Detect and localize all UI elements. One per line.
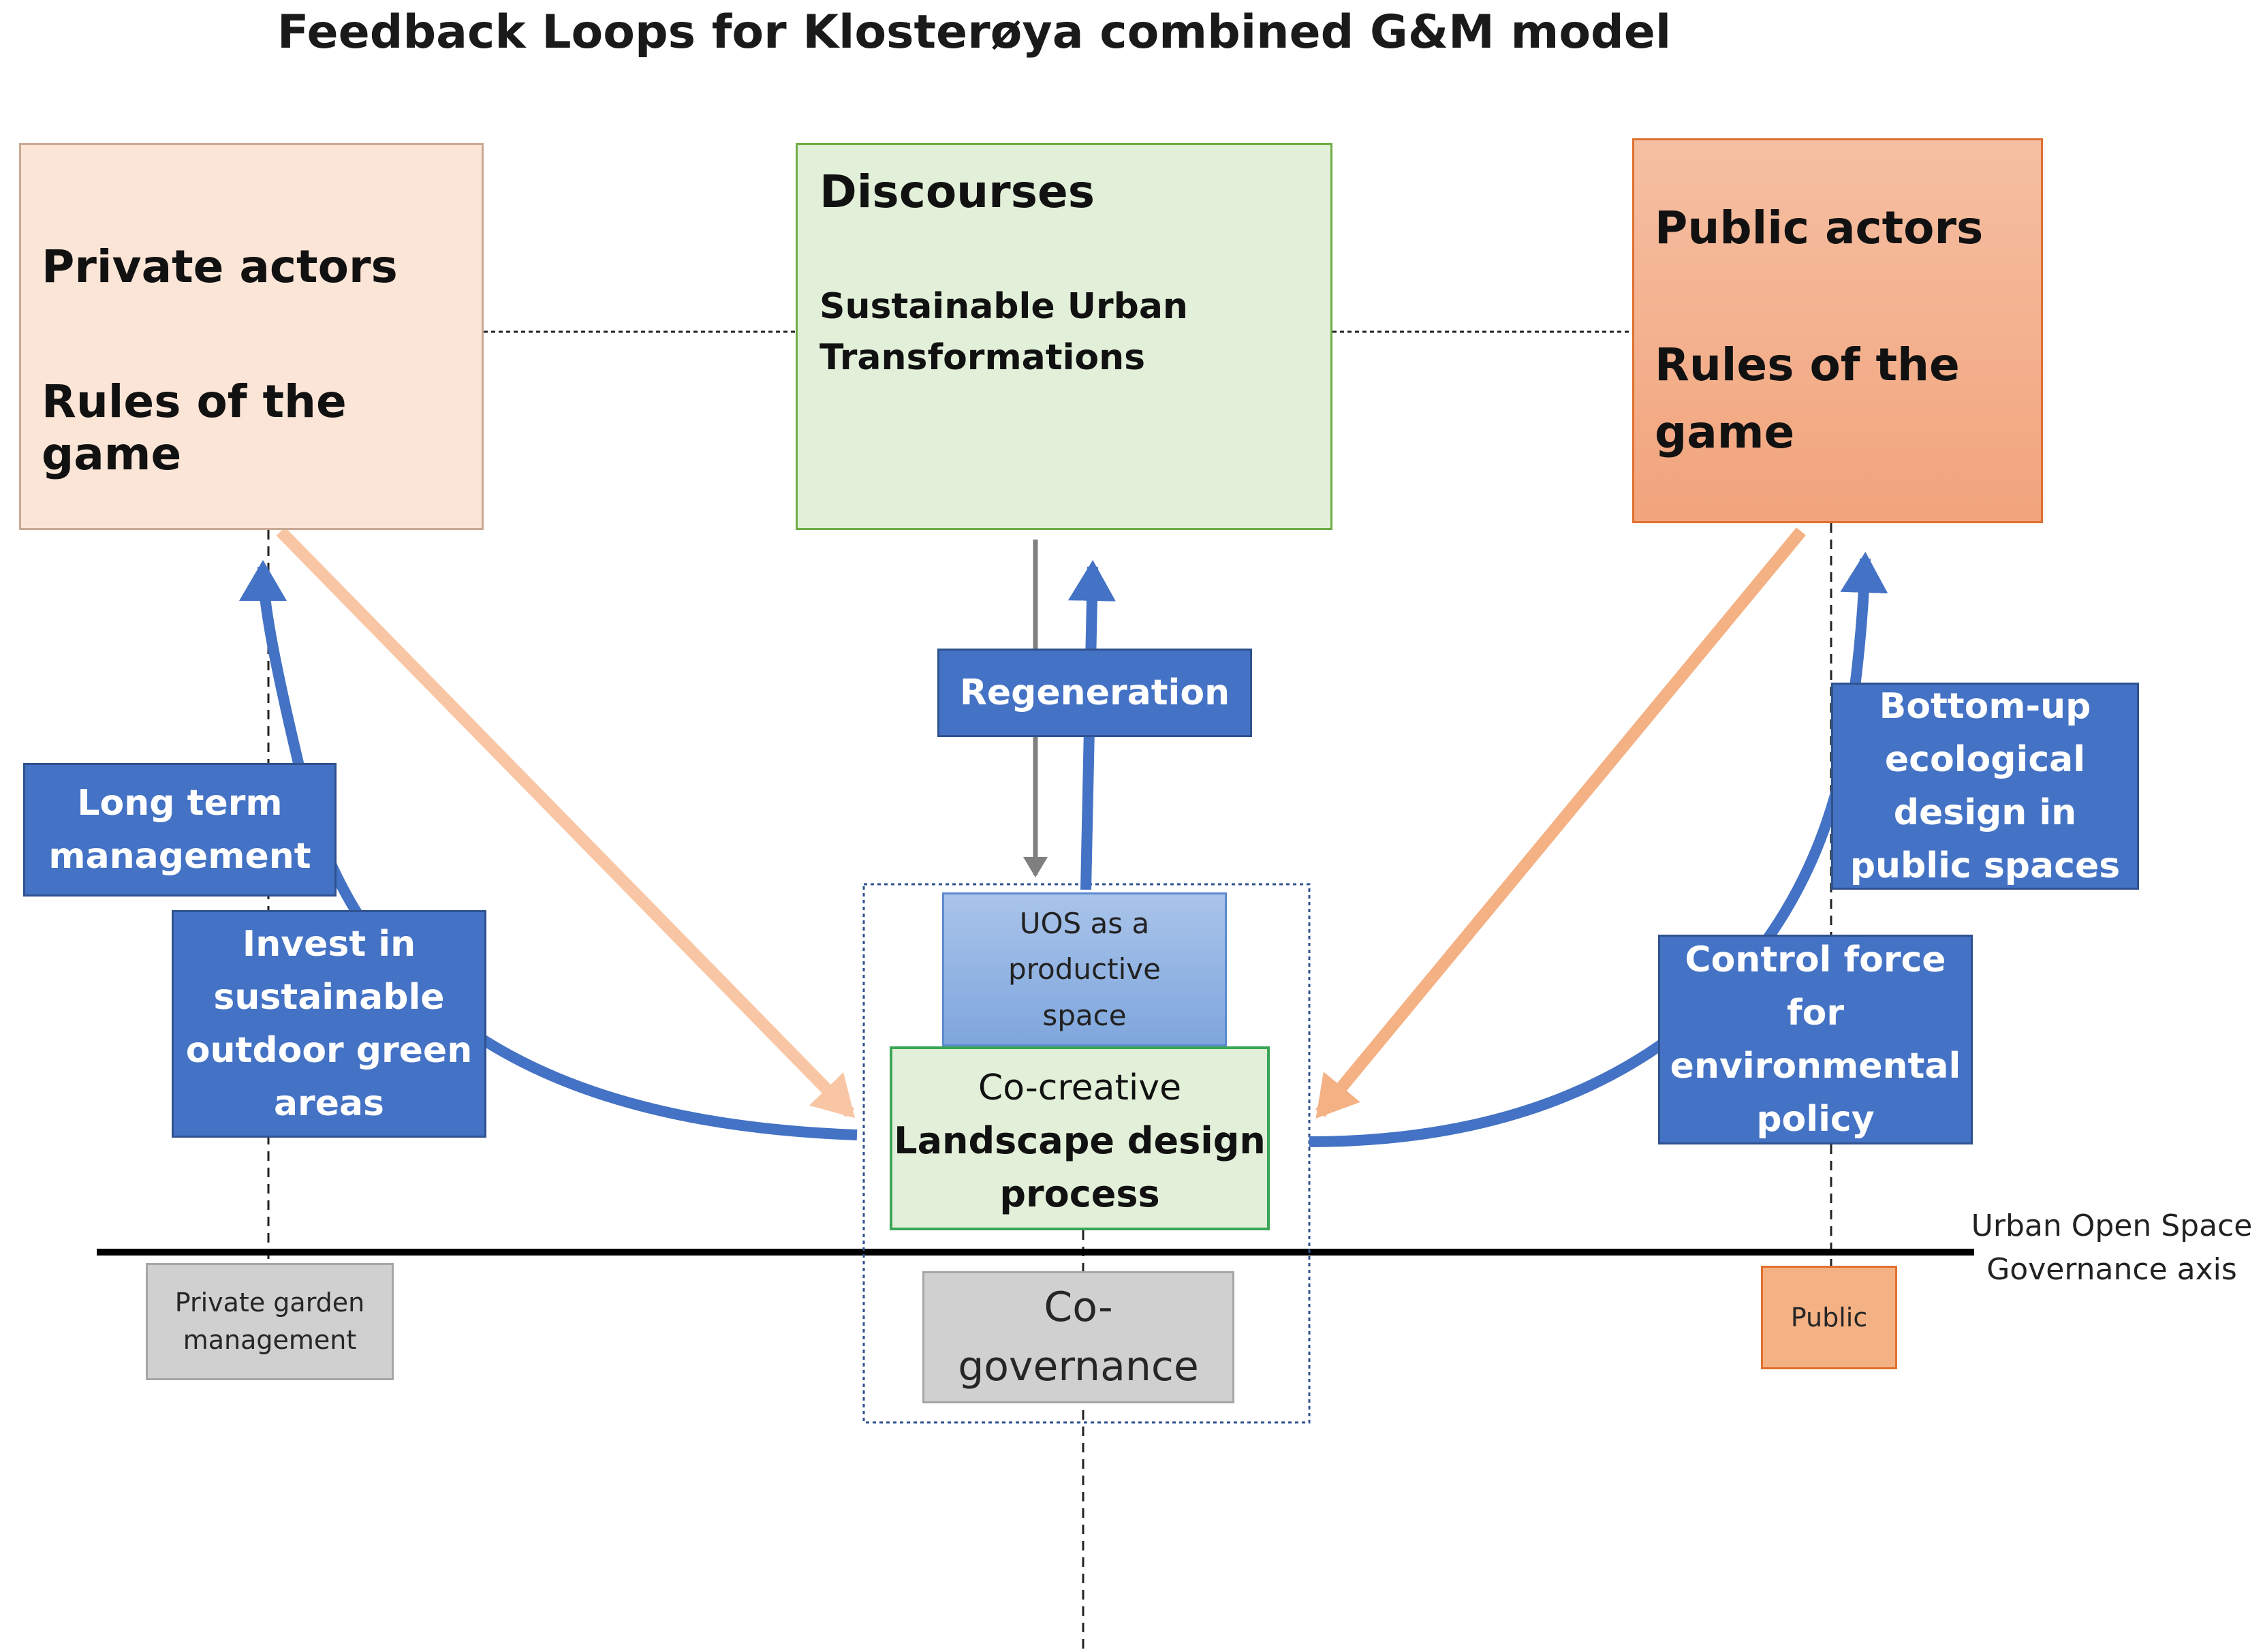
co-governance-frame <box>862 883 1311 1424</box>
long-term-management-label: Long term management <box>23 763 337 897</box>
bottom-up-ecological-design-label: Bottom-up ecological design in public sp… <box>1831 683 2139 890</box>
public-rules-of-the-game: Rules of the game <box>1655 339 1960 458</box>
design-to-public-arrow <box>1309 552 1888 1147</box>
private-rules-of-the-game: Rules of the game <box>42 375 347 480</box>
public-actors-box: Public actors Rules of the game <box>1632 138 2043 523</box>
sustainable-urban-transformations: Sustainable Urban Transformations <box>820 286 1188 379</box>
public-actors-heading: Public actors <box>1655 202 1984 254</box>
axis-label: Urban Open Space Governance axis <box>1971 1209 2253 1287</box>
invest-green-areas-label: Invest in sustainable outdoor green area… <box>172 910 486 1138</box>
co-creative-label: Co-creative <box>978 1067 1182 1108</box>
regeneration-label: Regeneration <box>937 649 1252 737</box>
co-governance-box: Co- governance <box>922 1271 1234 1403</box>
discourses-heading: Discourses <box>820 166 1095 218</box>
public-to-design-arrow <box>1315 527 1806 1119</box>
private-actors-heading: Private actors <box>42 240 398 293</box>
private-actors-box: Private actors Rules of the game <box>19 143 484 530</box>
landscape-design-process-label: Landscape design process <box>894 1119 1266 1216</box>
control-force-label: Control force for environmental policy <box>1658 935 1973 1144</box>
design-to-private-arrow <box>239 560 858 1140</box>
landscape-design-box: Co-creative Landscape design process <box>890 1046 1270 1230</box>
public-axis-end-box: Public <box>1761 1266 1897 1369</box>
private-to-design-arrow <box>276 527 855 1119</box>
uos-productive-space-box: UOS as a productive space <box>942 892 1227 1046</box>
private-garden-management-box: Private garden management <box>146 1263 394 1380</box>
diagram-title: Feedback Loops for Klosterøya combined G… <box>277 5 1672 59</box>
discourses-box: Discourses Sustainable Urban Transformat… <box>796 143 1332 530</box>
